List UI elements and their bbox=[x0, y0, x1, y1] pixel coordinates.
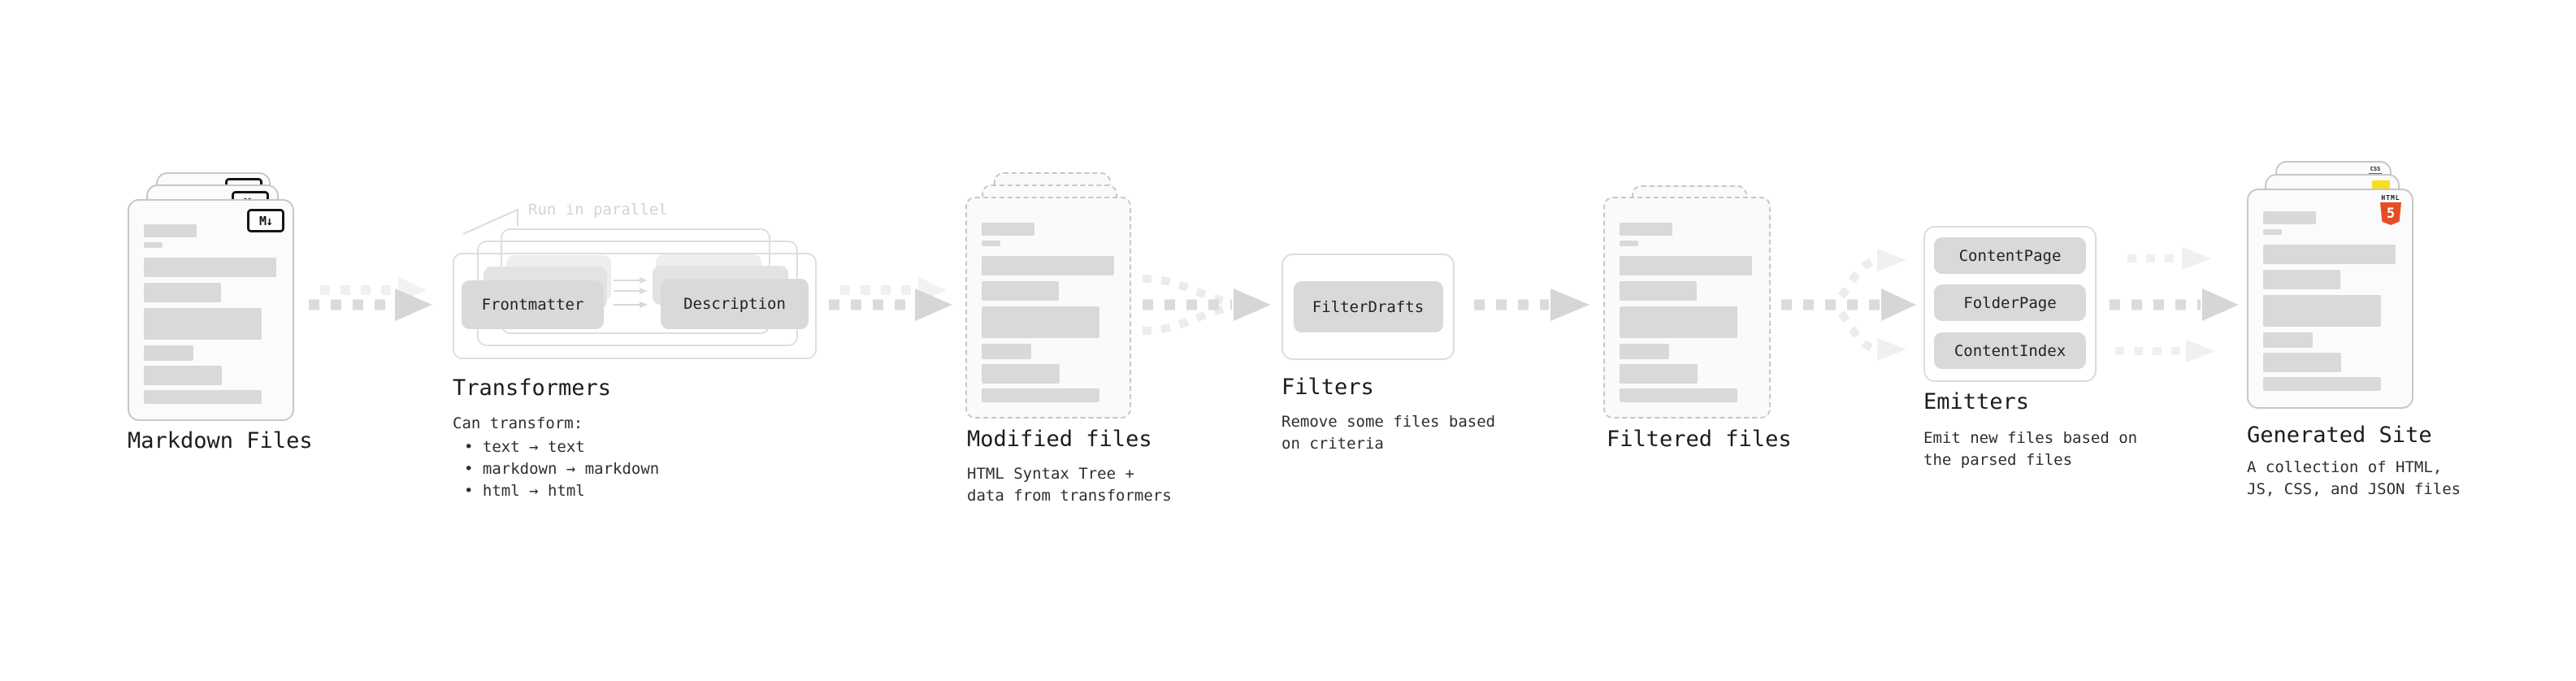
doc-text-lines bbox=[144, 224, 278, 410]
contentindex-chip: ContentIndex bbox=[1934, 332, 2086, 369]
modified-files-title: Modified files bbox=[967, 427, 1152, 452]
capability-item: • markdown → markdown bbox=[464, 460, 660, 478]
generated-file-card-front: HTML 5 bbox=[2247, 189, 2413, 409]
markdown-files-title: Markdown Files bbox=[128, 428, 313, 453]
mini-flow-arrows-icon bbox=[614, 277, 648, 308]
emitters-title: Emitters bbox=[1923, 389, 2030, 414]
html5-icon: HTML 5 bbox=[2379, 194, 2402, 225]
doc-text-lines bbox=[2263, 211, 2397, 397]
dashed-arrow-icon bbox=[829, 277, 952, 321]
modified-file-card-front bbox=[965, 197, 1131, 419]
doc-text-lines bbox=[982, 223, 1115, 407]
transformers-description-heading: Can transform: bbox=[453, 414, 583, 432]
dashed-arrow-icon bbox=[309, 277, 432, 321]
description-chip: Description bbox=[661, 279, 809, 329]
js-file-icon bbox=[2372, 180, 2390, 189]
fan-out-arrow-icon bbox=[1781, 249, 1916, 361]
filterdrafts-chip: FilterDrafts bbox=[1293, 281, 1443, 332]
dashed-arrow-icon bbox=[1474, 288, 1589, 321]
transformer-layer-front bbox=[453, 253, 817, 359]
generated-site-subtitle: A collection of HTML, JS, CSS, and JSON … bbox=[2247, 458, 2461, 498]
markdown-icon: M↓ bbox=[247, 209, 284, 232]
capability-item: • text → text bbox=[464, 438, 585, 456]
parallel-arrows-icon bbox=[2110, 247, 2239, 362]
modified-files-subtitle: HTML Syntax Tree + data from transformer… bbox=[967, 465, 1172, 505]
capability-item: • html → html bbox=[464, 482, 585, 500]
filters-panel: FilterDrafts bbox=[1281, 254, 1455, 360]
transformers-title: Transformers bbox=[453, 375, 612, 401]
callout-line bbox=[462, 208, 518, 235]
run-in-parallel-label: Run in parallel bbox=[528, 201, 668, 219]
transformers-capability-list: • text → text • markdown → markdown • ht… bbox=[453, 436, 659, 502]
contentpage-chip: ContentPage bbox=[1934, 237, 2086, 274]
doc-text-lines bbox=[1620, 223, 1754, 407]
generated-site-title: Generated Site bbox=[2247, 423, 2432, 448]
filters-title: Filters bbox=[1281, 375, 1374, 400]
filtered-file-card-front bbox=[1603, 197, 1771, 419]
filtered-files-title: Filtered files bbox=[1607, 427, 1792, 452]
fan-in-arrow-icon bbox=[1142, 275, 1271, 335]
frontmatter-chip: Frontmatter bbox=[462, 280, 604, 329]
folderpage-chip: FolderPage bbox=[1934, 284, 2086, 321]
markdown-file-card-front: M↓ bbox=[128, 199, 294, 421]
filters-subtitle: Remove some files based on criteria bbox=[1281, 413, 1496, 453]
emitters-subtitle: Emit new files based on the parsed files bbox=[1923, 429, 2138, 469]
